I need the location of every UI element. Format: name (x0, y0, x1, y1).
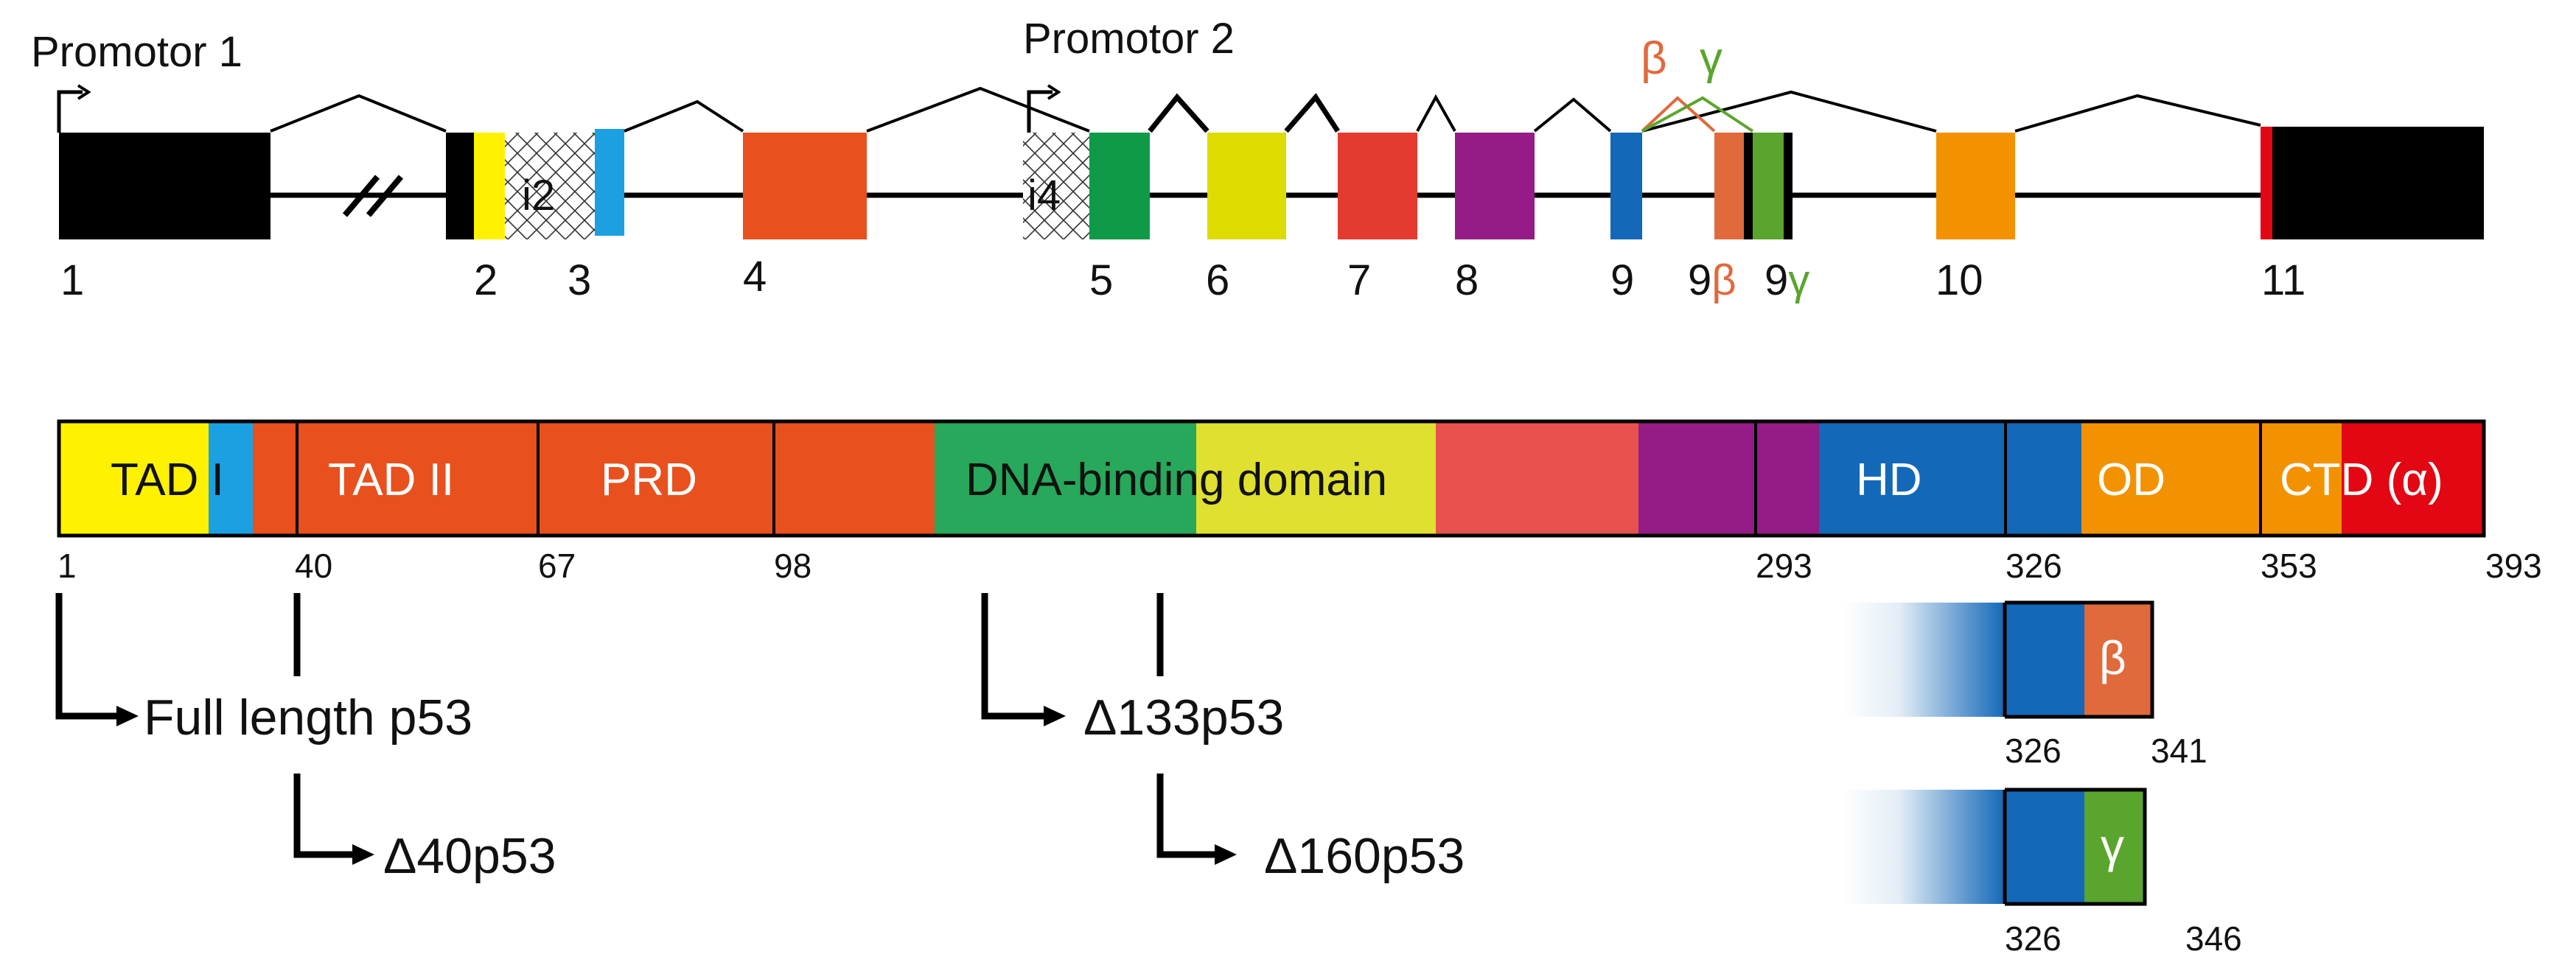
domain-tad-ii: TAD II (328, 455, 454, 505)
position-40: 40 (295, 547, 332, 585)
exon-labels: 1 2 3 4 5 6 7 8 9 9β 9γ 10 11 (60, 253, 2306, 304)
exon-3 (595, 129, 624, 236)
beta-variant-label: β (2099, 631, 2126, 684)
domain-dna-binding: DNA-binding domain (966, 455, 1387, 505)
position-353: 353 (2261, 547, 2317, 585)
splice-arcs (270, 86, 2261, 133)
exon-6-label: 6 (1206, 256, 1229, 304)
isoform-delta133-label: Δ133p53 (1083, 690, 1284, 746)
isoform-full-length-label: Full length p53 (144, 690, 472, 746)
position-98: 98 (774, 547, 811, 585)
delta133-arrow-icon (981, 593, 1045, 720)
beta-variant-end: 341 (2151, 732, 2207, 770)
exon-5-label: 5 (1089, 256, 1113, 304)
gene-structure: Promotor 1 Promotor 2 i2 i4 (31, 15, 2484, 304)
exon-9-beta-label: 9β (1688, 256, 1736, 304)
position-1: 1 (57, 547, 77, 585)
position-67: 67 (538, 547, 576, 585)
promoter-1-label: Promotor 1 (31, 28, 242, 76)
domain-od: OD (2097, 455, 2165, 505)
exon-9-gamma-end (1784, 133, 1793, 239)
promoter-1-arrow-icon (57, 90, 83, 133)
gamma-variant-start: 326 (2005, 919, 2062, 958)
exon-2-noncoding (446, 133, 474, 239)
promoter-2-arrow-icon (1027, 90, 1053, 133)
exon-2 (474, 133, 505, 239)
exon-11 (2272, 127, 2484, 239)
exon-9-beta (1714, 133, 1744, 239)
exon-1 (59, 133, 270, 239)
domain-ctd: CTD (α) (2280, 455, 2443, 505)
c-terminal-beta-variant: β 326 341 (1843, 600, 2207, 770)
full-length-arrow-icon (55, 593, 118, 720)
gamma-variant-label: γ (2101, 819, 2124, 872)
position-326: 326 (2006, 547, 2062, 585)
exon-9-beta-gamma-separator (1744, 133, 1753, 239)
exon-11-coding (2261, 127, 2272, 239)
intron-i4-label: i4 (1027, 172, 1061, 220)
exon-9-gamma-greek: γ (1788, 256, 1809, 304)
exon-4 (743, 133, 867, 239)
exon-2-label: 2 (474, 256, 498, 304)
intron-i4-block (1023, 133, 1089, 239)
isoform-delta40-label: Δ40p53 (383, 828, 556, 884)
c-terminal-gamma-variant: γ 326 346 (1843, 788, 2242, 958)
exon-9-beta-greek: β (1711, 256, 1736, 304)
domain-prd: PRD (601, 455, 697, 505)
exon-7-label: 7 (1347, 256, 1371, 304)
delta160-arrow-lower-icon (1156, 774, 1216, 858)
beta-variant-start: 326 (2005, 732, 2062, 770)
exon-8 (1455, 133, 1535, 239)
intron-i2-label: i2 (522, 172, 555, 220)
delta40-arrow-lower-icon (293, 774, 354, 858)
exon-11-label: 11 (2261, 256, 2306, 304)
exon-9-label: 9 (1610, 256, 1634, 304)
gamma-splice-label: γ (1700, 33, 1722, 84)
protein-bar: TAD I TAD II PRD DNA-binding domain HD O… (57, 419, 2542, 585)
isoform-arrows (55, 593, 1216, 858)
exon-1-label: 1 (60, 256, 84, 304)
position-293: 293 (1756, 547, 1812, 585)
gamma-splice-arc (1641, 96, 1754, 133)
domain-tad-i: TAD I (111, 455, 224, 505)
exon-6 (1207, 133, 1286, 239)
gene-break-mark (342, 175, 404, 217)
isoform-delta160-label: Δ160p53 (1264, 828, 1465, 884)
exon-4-label: 4 (743, 253, 767, 301)
gamma-variant-end: 346 (2185, 919, 2242, 958)
intron-i2-block (505, 133, 595, 239)
exon-10 (1936, 133, 2015, 239)
exon-10-label: 10 (1936, 256, 1983, 304)
exon-3-label: 3 (568, 256, 591, 304)
position-393: 393 (2485, 547, 2542, 585)
promoter-2-label: Promotor 2 (1023, 15, 1235, 63)
beta-splice-label: β (1641, 33, 1667, 84)
domain-hd: HD (1856, 455, 1922, 505)
exon-9-gamma (1753, 133, 1784, 239)
exon-9-gamma-label: 9γ (1765, 256, 1809, 304)
exon-8-label: 8 (1455, 256, 1479, 304)
exon-9 (1610, 133, 1642, 239)
exon-7 (1338, 133, 1417, 239)
beta-splice-arc (1641, 96, 1716, 133)
exon-5 (1089, 133, 1150, 239)
